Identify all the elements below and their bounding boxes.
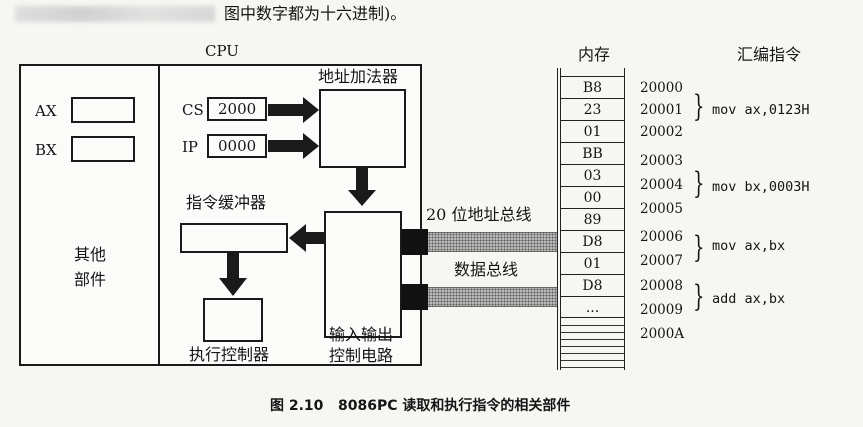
data-bus-label: 数据总线 bbox=[454, 260, 519, 279]
memory-cell: 01 bbox=[561, 252, 624, 274]
data-bus bbox=[428, 287, 558, 307]
memory-tail-lines bbox=[561, 319, 624, 369]
memory-address: 20004 bbox=[640, 177, 683, 193]
ip-to-adder-arrow bbox=[268, 133, 319, 159]
execution-controller-box bbox=[203, 298, 263, 342]
figure-caption: 图 2.10 8086PC 读取和执行指令的相关部件 bbox=[270, 398, 571, 414]
assembly-header: 汇编指令 bbox=[737, 45, 802, 64]
memory-address: 2000A bbox=[640, 326, 685, 342]
address-adder-box bbox=[319, 89, 406, 168]
other-parts-label-2: 部件 bbox=[74, 270, 107, 289]
memory-cell: 89 bbox=[561, 208, 624, 230]
memory-cell: 00 bbox=[561, 186, 624, 208]
io-control-box bbox=[324, 211, 402, 338]
memory-address: 20002 bbox=[640, 124, 683, 140]
io-to-buffer-arrow bbox=[289, 224, 324, 252]
intro-text-blurred bbox=[15, 6, 215, 22]
buffer-to-exec-arrow bbox=[219, 253, 247, 296]
bx-register bbox=[71, 136, 135, 162]
memory-cell: ... bbox=[561, 296, 624, 318]
cs-value: 2000 bbox=[218, 100, 257, 118]
ip-register bbox=[207, 134, 267, 158]
memory-column: B8 23 01 BB 03 00 89 D8 01 D8 ... bbox=[561, 68, 625, 370]
cs-register bbox=[207, 97, 267, 121]
instruction-brace: } bbox=[693, 166, 705, 201]
memory-address: 20005 bbox=[640, 201, 683, 217]
memory-address: 20006 bbox=[640, 229, 683, 245]
memory-address: 20000 bbox=[640, 80, 683, 96]
instruction-brace: } bbox=[693, 279, 705, 314]
memory-address: 20007 bbox=[640, 253, 683, 269]
memory-frame-left bbox=[557, 68, 561, 370]
assembly-instruction: add ax,bx bbox=[712, 291, 786, 307]
bx-label: BX bbox=[35, 141, 57, 159]
memory-cell: 01 bbox=[561, 120, 624, 142]
cs-to-adder-arrow bbox=[268, 97, 319, 123]
memory-address: 20001 bbox=[640, 102, 683, 118]
assembly-instruction: mov bx,0003H bbox=[712, 179, 810, 195]
cs-label: CS bbox=[182, 101, 204, 119]
ax-register bbox=[71, 97, 135, 123]
ip-value: 0000 bbox=[218, 137, 257, 155]
execution-controller-label: 执行控制器 bbox=[189, 345, 270, 364]
address-bus bbox=[428, 232, 558, 252]
adder-to-io-arrow bbox=[348, 168, 376, 206]
memory-cell: 03 bbox=[561, 164, 624, 186]
address-bus-label: 20 位地址总线 bbox=[426, 205, 532, 224]
memory-address: 20003 bbox=[640, 153, 683, 169]
memory-address: 20008 bbox=[640, 278, 683, 294]
memory-cell: D8 bbox=[561, 274, 624, 296]
memory-address: 20009 bbox=[640, 302, 683, 318]
address-bus-connector bbox=[402, 229, 428, 255]
memory-cell: BB bbox=[561, 142, 624, 164]
instruction-buffer-box bbox=[180, 223, 288, 253]
cpu-divider bbox=[158, 64, 160, 366]
assembly-instruction: mov ax,bx bbox=[712, 238, 786, 254]
intro-text: 图中数字都为十六进制)。 bbox=[224, 4, 407, 23]
instruction-buffer-label: 指令缓冲器 bbox=[186, 193, 267, 212]
memory-cell: B8 bbox=[561, 76, 624, 98]
address-adder-label: 地址加法器 bbox=[318, 67, 399, 86]
instruction-brace: } bbox=[693, 230, 705, 265]
memory-header: 内存 bbox=[578, 45, 611, 64]
io-control-label-1: 输入输出 bbox=[329, 325, 394, 344]
instruction-brace: } bbox=[693, 89, 705, 124]
io-control-label-2: 控制电路 bbox=[329, 346, 394, 365]
data-bus-connector bbox=[402, 284, 428, 310]
assembly-instruction: mov ax,0123H bbox=[712, 102, 810, 118]
cpu-title: CPU bbox=[205, 42, 239, 60]
other-parts-label-1: 其他 bbox=[74, 245, 107, 264]
memory-cell: 23 bbox=[561, 98, 624, 120]
ip-label: IP bbox=[182, 138, 199, 156]
ax-label: AX bbox=[35, 102, 57, 120]
memory-cell: D8 bbox=[561, 230, 624, 252]
